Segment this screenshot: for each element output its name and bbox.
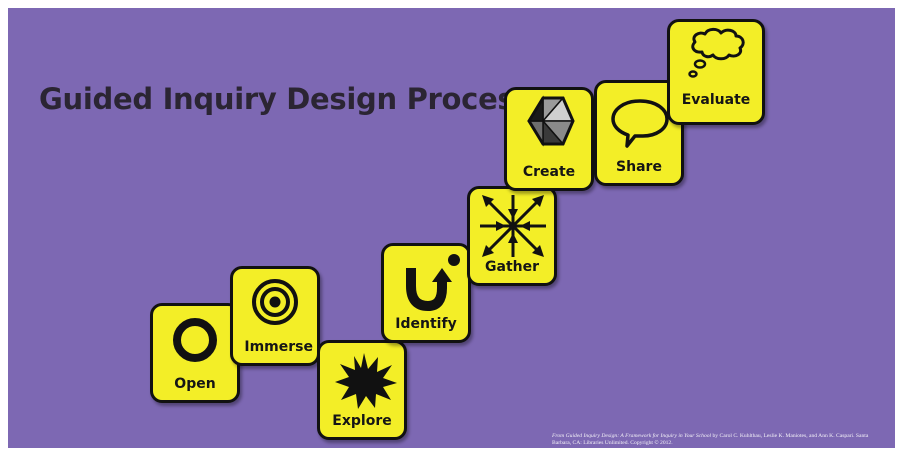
step-label: Open xyxy=(174,376,216,392)
starburst-icon xyxy=(335,353,397,409)
step-immerse-tile: Immerse xyxy=(230,266,320,366)
citation: From Guided Inquiry Design: A Framework … xyxy=(552,433,888,447)
citation-book-title: From Guided Inquiry Design: A Framework … xyxy=(552,433,712,439)
step-identify-tile: Identify xyxy=(381,243,471,343)
step-create-tile: Create xyxy=(504,87,594,191)
step-evaluate-tile: Evaluate xyxy=(667,19,765,125)
thought-bubble-icon xyxy=(688,27,745,78)
step-label: Share xyxy=(616,159,662,175)
step-label: Immerse xyxy=(244,339,313,355)
page-title: Guided Inquiry Design Process xyxy=(39,82,532,116)
step-label: Create xyxy=(522,164,576,180)
step-label: Evaluate xyxy=(681,92,751,108)
converging-arrows-icon xyxy=(480,195,546,257)
u-turn-arrow-icon xyxy=(406,254,460,312)
speech-bubble-icon xyxy=(611,99,669,148)
citation-details: by Carol C. Kuhlthau, Leslie K. Maniotes… xyxy=(552,433,869,446)
slide: Guided Inquiry Design Process Open Immer… xyxy=(8,8,895,448)
ring-icon xyxy=(173,318,217,362)
hexagon-icon xyxy=(527,95,575,147)
step-explore-tile: Explore xyxy=(317,340,407,440)
concentric-circles-icon xyxy=(252,279,298,325)
step-open-tile: Open xyxy=(150,303,240,403)
step-label: Gather xyxy=(485,259,539,275)
step-label: Identify xyxy=(395,316,457,332)
step-label: Explore xyxy=(332,413,392,429)
step-gather-tile: Gather xyxy=(467,186,557,286)
step-share-tile: Share xyxy=(594,80,684,186)
